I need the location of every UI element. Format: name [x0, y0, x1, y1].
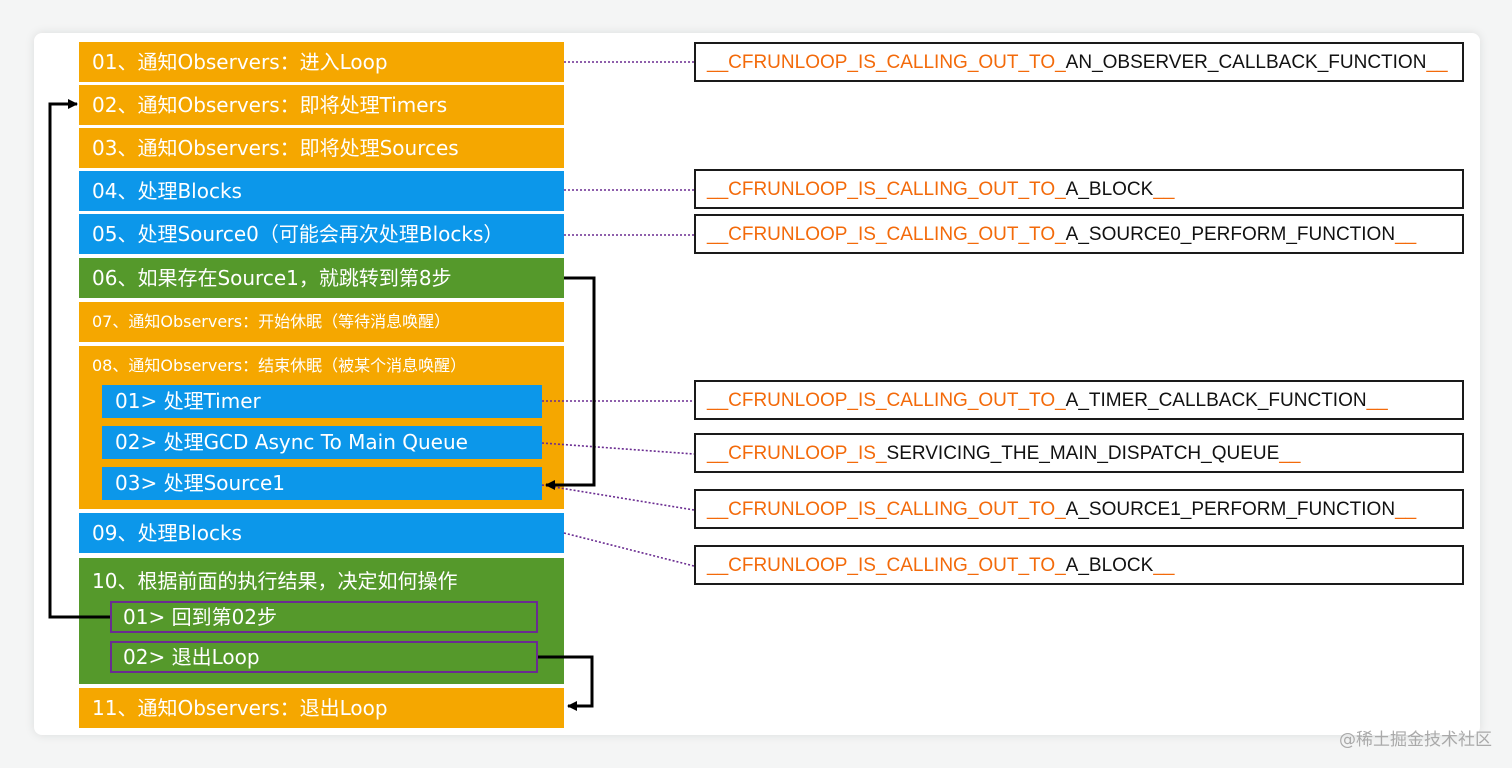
- function-name: A_BLOCK: [1065, 179, 1154, 200]
- step-05: 05、处理Source0（可能会再次处理Blocks）: [79, 214, 564, 254]
- step-01-label: 01、通知Observers：进入Loop: [92, 50, 388, 74]
- substep-gcd-main-queue: 02> 处理GCD Async To Main Queue: [102, 426, 542, 459]
- function-prefix: __CFRUNLOOP_IS_CALLING_OUT_TO_: [707, 179, 1066, 200]
- function-name: A_SOURCE1_PERFORM_FUNCTION: [1065, 499, 1396, 520]
- substep-gcd-label: 02> 处理GCD Async To Main Queue: [115, 430, 468, 454]
- function-box-source1: __CFRUNLOOP_IS_CALLING_OUT_TO_A_SOURCE1_…: [694, 489, 1464, 529]
- function-suffix: __: [1366, 390, 1388, 411]
- function-prefix: __CFRUNLOOP_IS_: [707, 443, 887, 464]
- option-exit-loop: 02> 退出Loop: [110, 641, 538, 673]
- step-09-label: 09、处理Blocks: [92, 521, 242, 545]
- step-10-label: 10、根据前面的执行结果，决定如何操作: [92, 569, 458, 593]
- function-suffix: __: [1153, 179, 1175, 200]
- substep-timer: 01> 处理Timer: [102, 385, 542, 418]
- substep-source1-label: 03> 处理Source1: [115, 471, 285, 495]
- step-07: 07、通知Observers：开始休眠（等待消息唤醒）: [79, 302, 564, 342]
- function-name: AN_OBSERVER_CALLBACK_FUNCTION: [1065, 52, 1427, 73]
- substep-source1: 03> 处理Source1: [102, 467, 542, 500]
- function-prefix: __CFRUNLOOP_IS_CALLING_OUT_TO_: [707, 499, 1066, 520]
- option-exit-label: 02> 退出Loop: [123, 645, 260, 669]
- step-08-label: 08、通知Observers：结束休眠（被某个消息唤醒）: [92, 356, 467, 375]
- function-prefix: __CFRUNLOOP_IS_CALLING_OUT_TO_: [707, 555, 1066, 576]
- step-11: 11、通知Observers：退出Loop: [79, 688, 564, 728]
- watermark: @稀土掘金技术社区: [1339, 730, 1492, 750]
- arrow-exit-loop: [538, 655, 594, 711]
- function-box-block-2: __CFRUNLOOP_IS_CALLING_OUT_TO_A_BLOCK__: [694, 545, 1464, 585]
- function-box-timer: __CFRUNLOOP_IS_CALLING_OUT_TO_A_TIMER_CA…: [694, 380, 1464, 420]
- option-back-to-02: 01> 回到第02步: [110, 601, 538, 633]
- function-name: SERVICING_THE_MAIN_DISPATCH_QUEUE: [886, 443, 1280, 464]
- function-box-source0: __CFRUNLOOP_IS_CALLING_OUT_TO_A_SOURCE0_…: [694, 214, 1464, 254]
- function-prefix: __CFRUNLOOP_IS_CALLING_OUT_TO_: [707, 390, 1066, 411]
- function-box-main-dispatch-queue: __CFRUNLOOP_IS_SERVICING_THE_MAIN_DISPAT…: [694, 433, 1464, 473]
- function-box-block: __CFRUNLOOP_IS_CALLING_OUT_TO_A_BLOCK__: [694, 169, 1464, 209]
- step-03: 03、通知Observers：即将处理Sources: [79, 128, 564, 168]
- function-name: A_TIMER_CALLBACK_FUNCTION: [1065, 390, 1367, 411]
- function-box-observer-callback: __CFRUNLOOP_IS_CALLING_OUT_TO_AN_OBSERVE…: [694, 42, 1464, 82]
- step-04-label: 04、处理Blocks: [92, 179, 242, 203]
- step-06: 06、如果存在Source1，就跳转到第8步: [79, 258, 564, 298]
- step-01: 01、通知Observers：进入Loop: [79, 42, 564, 82]
- connector-source1: [541, 484, 695, 511]
- step-05-label: 05、处理Source0（可能会再次处理Blocks）: [92, 222, 504, 246]
- step-10: 10、根据前面的执行结果，决定如何操作: [79, 558, 564, 684]
- function-name: A_BLOCK: [1065, 555, 1154, 576]
- connector-gcd: [541, 442, 695, 455]
- function-suffix: __: [1279, 443, 1301, 464]
- function-name: A_SOURCE0_PERFORM_FUNCTION: [1065, 224, 1396, 245]
- step-06-label: 06、如果存在Source1，就跳转到第8步: [92, 266, 452, 290]
- function-suffix: __: [1153, 555, 1175, 576]
- function-prefix: __CFRUNLOOP_IS_CALLING_OUT_TO_: [707, 224, 1066, 245]
- function-prefix: __CFRUNLOOP_IS_CALLING_OUT_TO_: [707, 52, 1066, 73]
- step-07-label: 07、通知Observers：开始休眠（等待消息唤醒）: [92, 312, 451, 331]
- arrow-06-to-08: [545, 276, 596, 490]
- connector-09: [563, 532, 695, 567]
- function-suffix: __: [1395, 224, 1417, 245]
- step-02-label: 02、通知Observers：即将处理Timers: [92, 93, 448, 117]
- function-suffix: __: [1395, 499, 1417, 520]
- arrow-back-to-02: [48, 99, 110, 619]
- option-back-label: 01> 回到第02步: [123, 605, 278, 629]
- substep-timer-label: 01> 处理Timer: [115, 389, 261, 413]
- step-11-label: 11、通知Observers：退出Loop: [92, 696, 388, 720]
- step-04: 04、处理Blocks: [79, 171, 564, 211]
- function-suffix: __: [1426, 52, 1448, 73]
- step-09: 09、处理Blocks: [79, 513, 564, 553]
- step-03-label: 03、通知Observers：即将处理Sources: [92, 136, 459, 160]
- step-02: 02、通知Observers：即将处理Timers: [79, 85, 564, 125]
